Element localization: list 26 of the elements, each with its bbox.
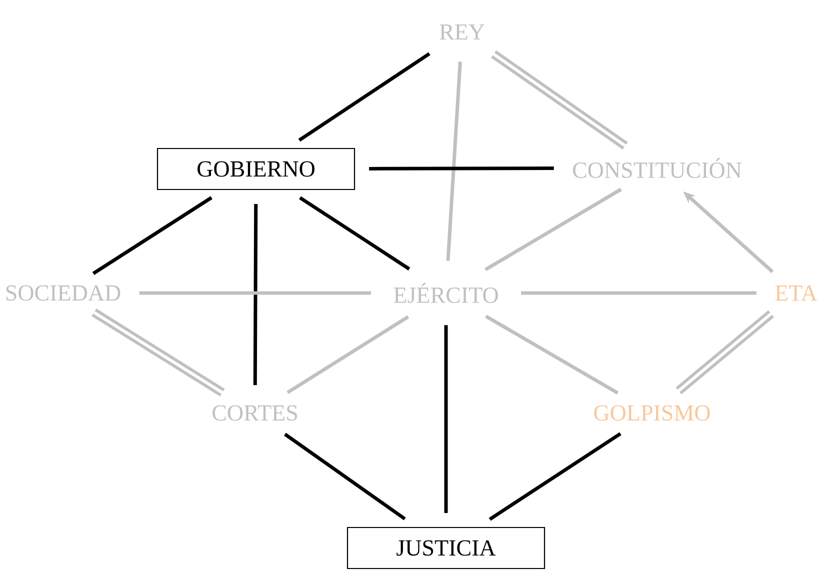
node-label: EJÉRCITO [394, 283, 498, 303]
double-line [676, 310, 774, 394]
double-line [92, 308, 225, 396]
connector-line [92, 196, 212, 275]
connector-line [484, 188, 622, 272]
node-label: GOLPISMO [594, 405, 710, 421]
connector-line [139, 291, 371, 295]
connector-line [485, 314, 619, 395]
node-label: CORTES [212, 405, 297, 421]
connector-line [286, 315, 410, 394]
connector-line [253, 204, 258, 386]
connector-line [369, 166, 554, 170]
connector-line [521, 291, 756, 295]
connector-line [284, 432, 406, 520]
connector-line [444, 325, 448, 513]
node-label: REY [440, 24, 484, 40]
connector-line [446, 62, 462, 261]
node-label: CONSTITUCIÓN [572, 158, 742, 178]
double-line [491, 50, 628, 150]
connector-line [488, 432, 622, 521]
text-box: GOBIERNO [156, 148, 356, 190]
text-box: JUSTICIA [346, 526, 546, 570]
node-label: SOCIEDAD [6, 285, 120, 301]
connector-line [298, 52, 430, 142]
connector-line [299, 196, 410, 270]
node-label: ETA [775, 285, 818, 301]
